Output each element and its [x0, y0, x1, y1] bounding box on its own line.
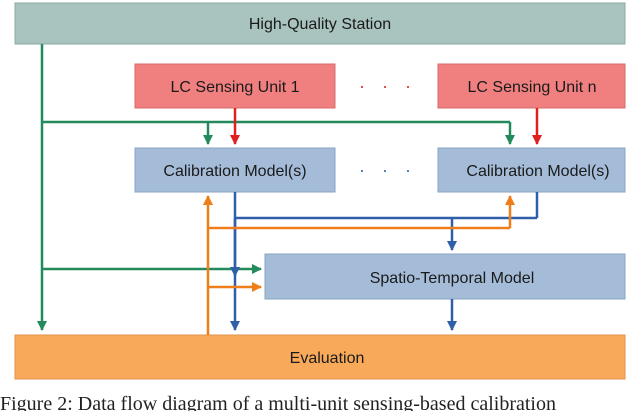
spatio-temporal-label: Spatio-Temporal Model — [370, 270, 535, 287]
sensing-unit-1-box: LC Sensing Unit 1 — [134, 63, 336, 109]
evaluation-rect — [14, 334, 626, 380]
station-box-label: High-Quality Station — [249, 16, 391, 33]
calibration-1-box: Calibration Model(s) — [134, 147, 336, 193]
station-box: High-Quality Station — [14, 2, 626, 45]
calibration-n-rect — [437, 147, 626, 193]
green-flow — [37, 44, 515, 331]
evaluation-label: Evaluation — [290, 350, 365, 367]
figure-caption: Figure 2: Data flow diagram of a multi-u… — [0, 393, 556, 411]
calibration-n-label: Calibration Model(s) — [466, 163, 609, 180]
station-box-rect — [14, 2, 626, 45]
sensing-unit-1-label: LC Sensing Unit 1 — [171, 79, 300, 96]
calibration-ellipsis: · · · — [359, 160, 417, 180]
sensing-unit-n-box: LC Sensing Unit n — [437, 63, 626, 109]
calibration-1-rect — [134, 147, 336, 193]
calibration-1-label: Calibration Model(s) — [163, 163, 306, 180]
spatio-temporal-box: Spatio-Temporal Model — [264, 253, 626, 300]
orange-flow — [203, 195, 515, 335]
calibration-n-box: Calibration Model(s) — [437, 147, 626, 193]
sensing-unit-n-rect — [437, 63, 626, 109]
evaluation-box: Evaluation — [14, 334, 626, 380]
blue-flow — [230, 192, 539, 331]
sensing-ellipsis: · · · — [359, 76, 417, 96]
spatio-temporal-rect — [264, 253, 626, 300]
red-flow — [230, 108, 542, 145]
sensing-unit-1-rect — [134, 63, 336, 109]
sensing-unit-n-label: LC Sensing Unit n — [468, 79, 597, 96]
